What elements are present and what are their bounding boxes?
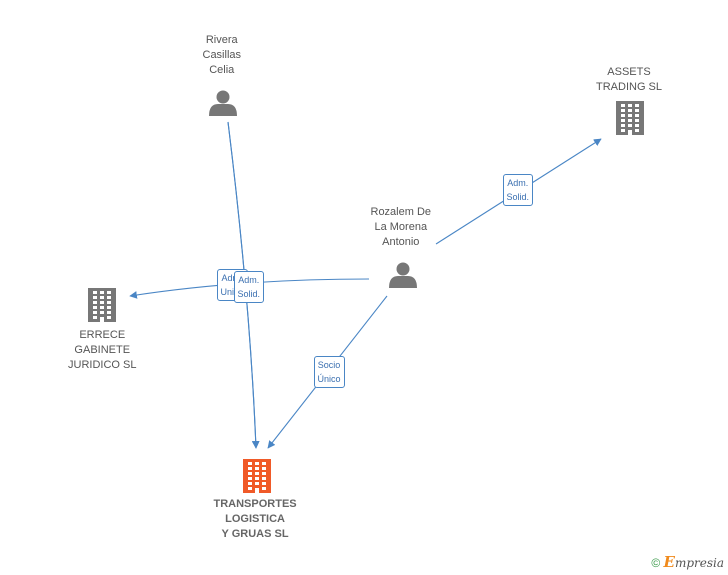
node-label-line: ASSETS [607,66,651,78]
edge-label-text: Adm. [238,275,260,285]
node-label-line: Rivera [205,34,238,46]
edge-label-text: Adm. [507,178,529,188]
node-label-line: GABINETE [74,344,131,356]
brand-rest: mpresia [674,556,724,570]
node-label-assets[interactable]: ASSETS TRADING SL [596,65,662,95]
node-label-line: Casillas [202,49,242,61]
node-label-line: Antonio [382,236,420,248]
edge-label-text: Solid. [237,289,261,299]
node-label-line: LOGISTICA [225,513,285,525]
node-label-errece[interactable]: ERRECE GABINETE JURIDICO SL [68,328,136,373]
edge-label-rozalem-assets[interactable]: Adm. Solid. [502,174,534,206]
edge-label-text: Socio [317,360,341,370]
edge-label-text: Adm. [221,273,243,283]
node-label-transportes[interactable]: TRANSPORTES LOGISTICA Y GRUAS SL [214,497,297,542]
node-label-line: La Morena [374,221,428,233]
node-label-line: TRADING SL [596,81,663,93]
node-label-line: Celia [209,64,235,76]
building-icon-assets[interactable] [616,101,644,135]
node-label-line: TRANSPORTES [213,498,297,510]
node-label-line: Y GRUAS SL [221,528,289,540]
edge-label-rozalem-errece[interactable]: Adm. Solid. [233,271,265,303]
node-label-line: ERRECE [79,329,126,341]
building-icon-transportes[interactable] [243,459,271,493]
person-icon-rivera[interactable] [209,90,237,117]
copyright-symbol: © [651,556,661,570]
edge-label-text: Único [317,374,341,384]
brand-initial: E [663,553,675,571]
node-label-line: Rozalem De [370,206,432,218]
footer-brand: © Empresia [651,553,724,571]
edge-label-text: Solid. [506,192,530,202]
node-label-line: JURIDICO SL [68,359,137,371]
person-icon-rozalem[interactable] [389,262,417,289]
edge-label-text: Unico [220,287,244,297]
empresia-logo[interactable]: Empresia [663,553,725,571]
building-icon-errece[interactable] [88,288,116,322]
